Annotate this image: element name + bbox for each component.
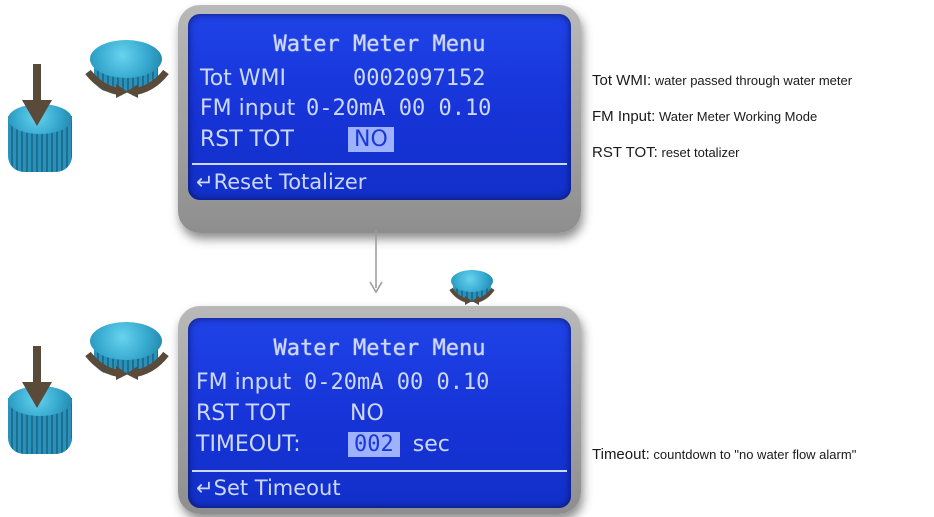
knob-top (451, 270, 493, 292)
lcd-label-fm-input: FM input (200, 96, 296, 121)
lcd-label-rst-tot: RST TOT (196, 401, 290, 426)
selected-value[interactable]: NO (348, 127, 394, 152)
annotation-term: Tot WMI: (592, 72, 652, 89)
rotate-arrows-icon (449, 287, 495, 305)
lcd-value-fm-input: 0-20mA 00 0.10 (304, 370, 490, 395)
rotate-arrows-icon (85, 351, 169, 380)
flow-arrow (369, 230, 383, 294)
annotation-desc: reset totalizer (661, 145, 740, 160)
lcd-label-fm-input: FM input (196, 370, 292, 395)
enter-icon: ↵ (196, 170, 214, 194)
lcd-screen-top: Water Meter Menu Tot WMI 0002097152 FM i… (188, 14, 571, 200)
lcd-label-rst-tot: RST TOT (200, 127, 294, 152)
lcd-footer: ↵Set Timeout (196, 476, 341, 500)
press-arrow-icon (22, 346, 52, 408)
lcd-value-rst-tot-selected[interactable]: NO (348, 127, 394, 152)
lcd-title: Water Meter Menu (273, 336, 486, 361)
annotation-desc: water passed through water meter (654, 73, 853, 88)
rotate-arrows-icon (85, 69, 169, 98)
annotation-desc: countdown to "no water flow alarm" (653, 447, 857, 462)
lcd-value-fm-input: 0-20mA 00 0.10 (306, 96, 492, 121)
lcd-value-timeout[interactable]: 002 sec (348, 432, 450, 457)
selected-value[interactable]: 002 (348, 432, 400, 457)
annotation-timeout: Timeout: countdown to "no water flow ala… (592, 446, 856, 463)
lcd-separator (192, 163, 567, 165)
lcd-label-timeout: TIMEOUT: (196, 432, 301, 457)
knob-top (90, 40, 162, 78)
knob-top (90, 322, 162, 360)
annotation-fm-input: FM Input: Water Meter Working Mode (592, 108, 817, 125)
annotation-term: Timeout: (592, 446, 650, 463)
lcd-value-tot-wmi: 0002097152 (353, 66, 486, 91)
lcd-footer-label: Reset Totalizer (213, 170, 367, 194)
lcd-footer-label: Set Timeout (213, 476, 341, 500)
lcd-title: Water Meter Menu (273, 32, 486, 57)
annotation-desc: Water Meter Working Mode (658, 109, 818, 124)
lcd-footer: ↵Reset Totalizer (196, 170, 366, 194)
lcd-screen-bottom: Water Meter Menu FM input 0-20mA 00 0.10… (188, 318, 571, 508)
annotation-term: RST TOT: (592, 144, 658, 161)
annotation-rst-tot: RST TOT: reset totalizer (592, 144, 740, 161)
lcd-separator (192, 470, 567, 472)
enter-icon: ↵ (196, 476, 214, 500)
lcd-unit: sec (412, 432, 450, 457)
lcd-value-rst-tot: NO (350, 401, 384, 426)
press-arrow-icon (22, 64, 52, 126)
annotation-term: FM Input: (592, 108, 656, 125)
lcd-label-tot-wmi: Tot WMI (200, 66, 287, 91)
annotation-tot-wmi: Tot WMI: water passed through water mete… (592, 72, 852, 89)
